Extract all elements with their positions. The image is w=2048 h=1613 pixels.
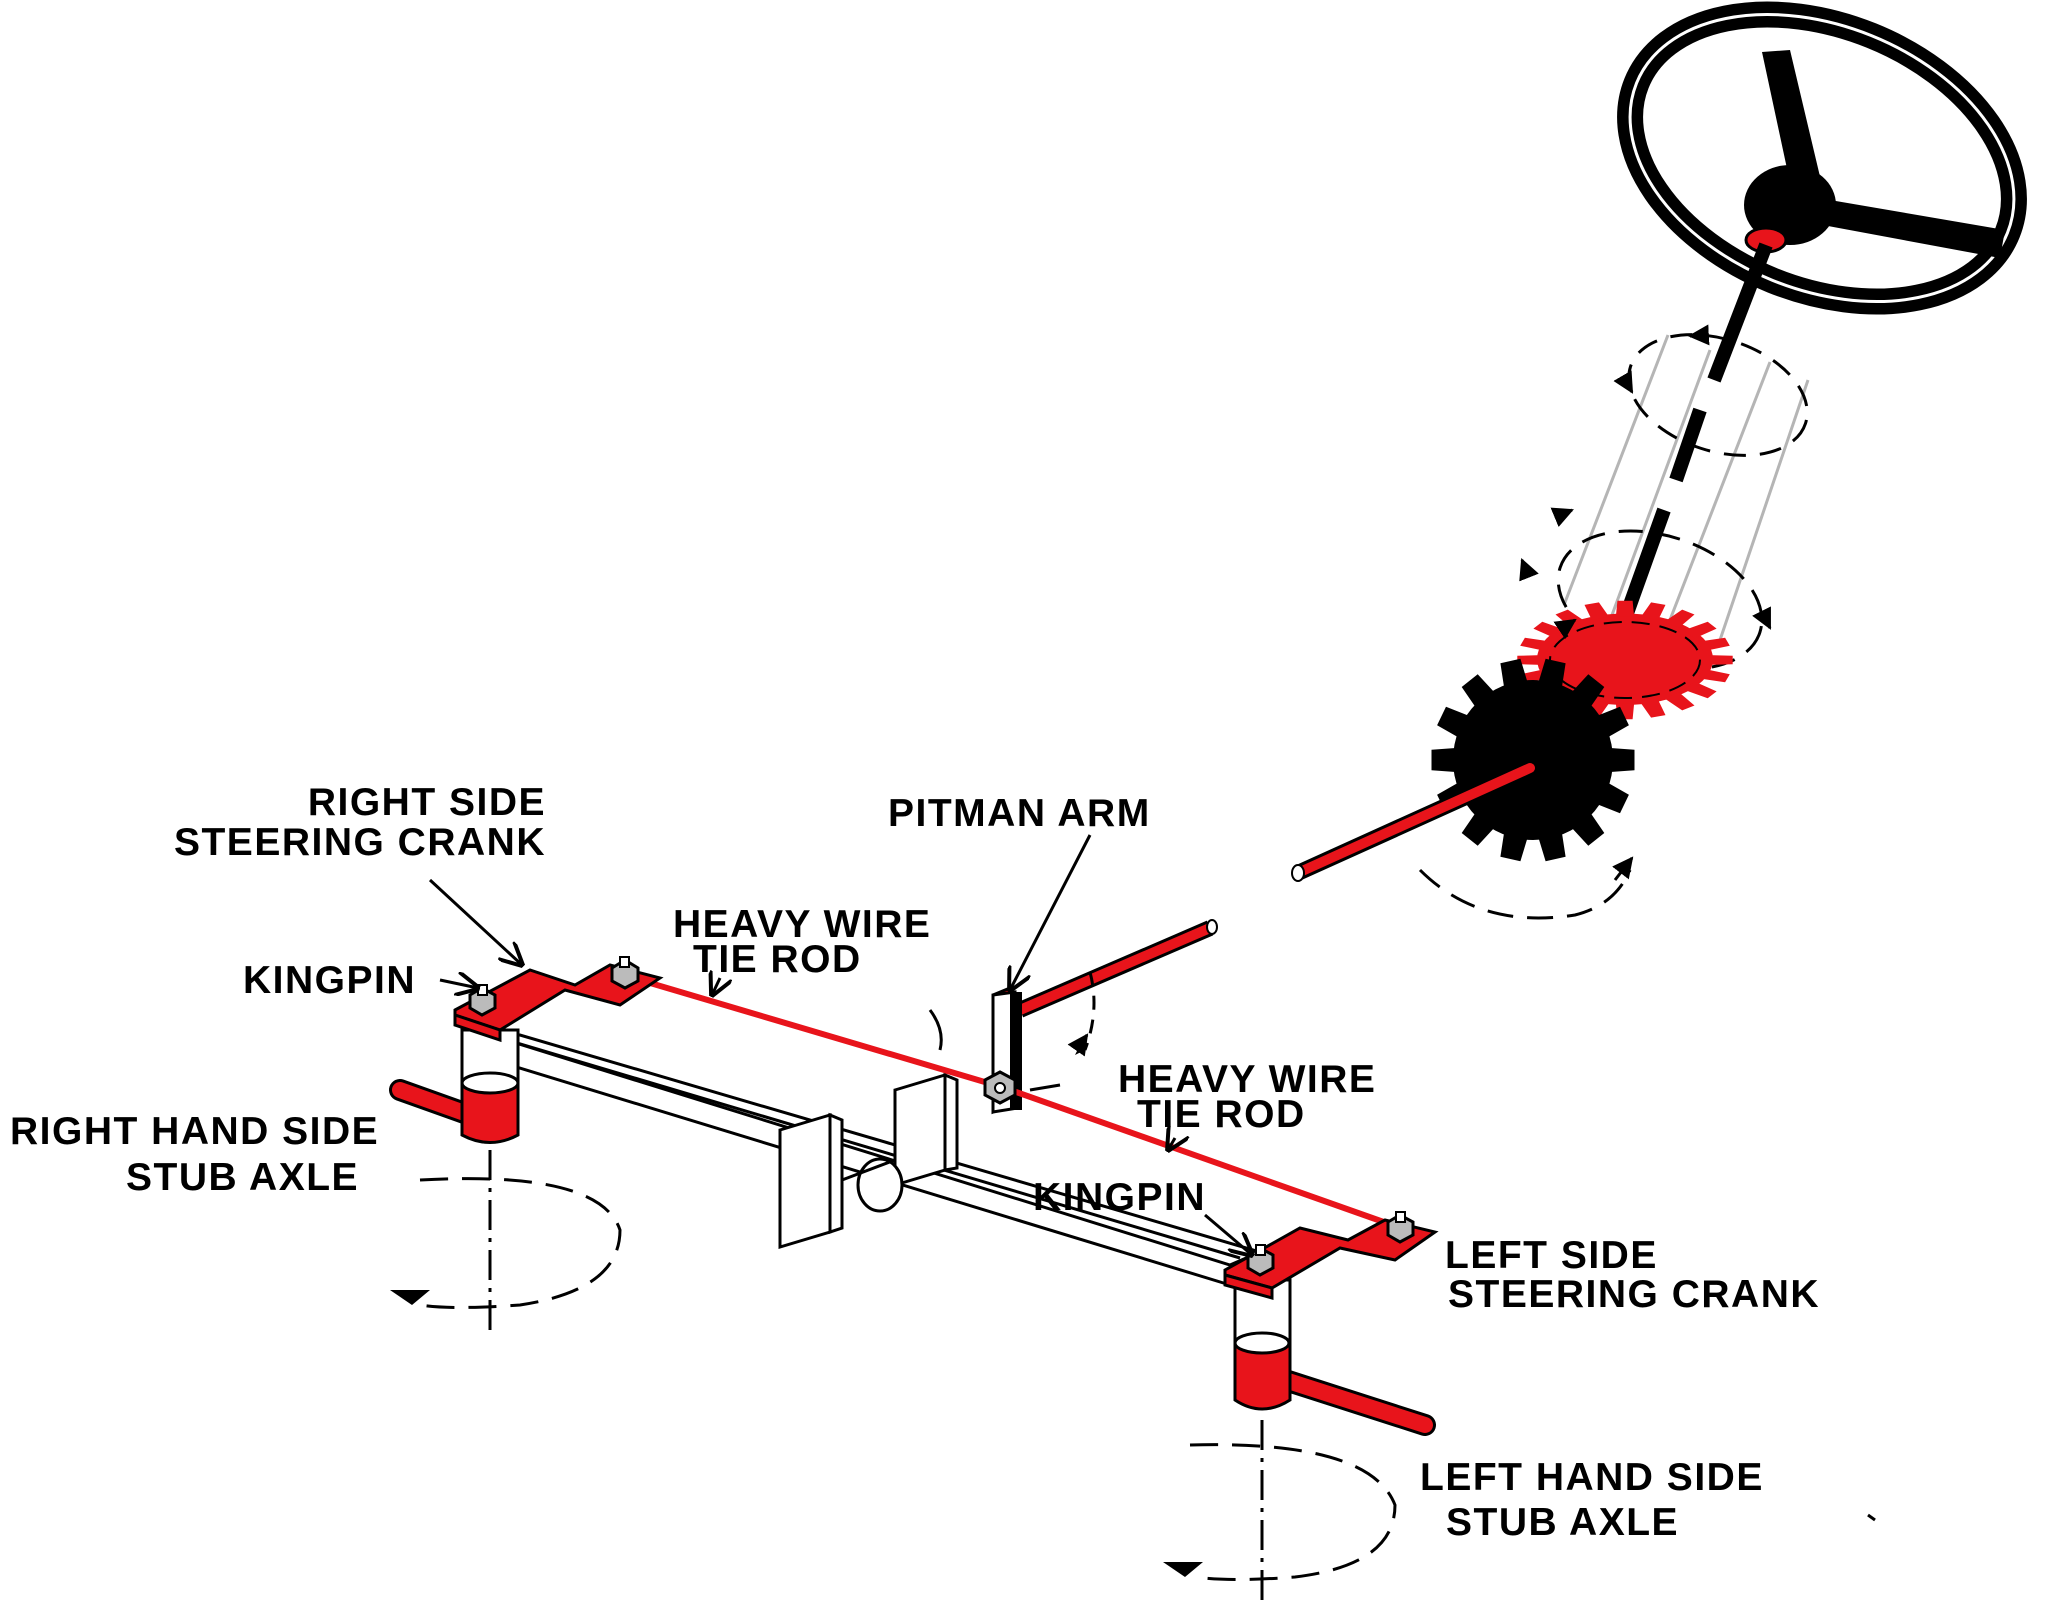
right-steering-crank	[453, 963, 664, 1043]
label-left-crank-line2: STEERING CRANK	[1448, 1273, 1820, 1316]
label-left-stub-axle: LEFT HAND SIDE STUB AXLE	[1420, 1456, 1764, 1544]
tie-rod-upper	[639, 977, 1006, 1091]
right-stub-axle	[389, 1028, 520, 1144]
label-right-crank-line2: STEERING CRANK	[174, 821, 546, 864]
pitman-shaft	[1016, 919, 1218, 1018]
label-left-crank-line1: LEFT SIDE	[1445, 1234, 1658, 1277]
label-tie-rod-lower-line2: TIE ROD	[1137, 1093, 1306, 1136]
leader-right-crank	[428, 878, 522, 965]
label-right-stub-line2: STUB AXLE	[126, 1156, 359, 1199]
label-tie-rod-upper: HEAVY WIRE TIE ROD	[673, 903, 931, 981]
arrow-column-upper-b	[1687, 324, 1710, 346]
arrow-column-lower-a	[1519, 558, 1539, 582]
leader-kingpin-right	[439, 980, 478, 988]
label-right-crank: RIGHT SIDE STEERING CRANK	[174, 781, 546, 864]
left-wheel-rotation-arrow	[1189, 1443, 1397, 1581]
label-left-crank: LEFT SIDE STEERING CRANK	[1445, 1234, 1820, 1316]
column-rotation-arrow-upper	[1627, 333, 1809, 457]
tie-rod-ball-joint	[983, 1070, 1017, 1105]
left-stub-axle	[1233, 1278, 1436, 1436]
stray-mark	[1867, 1513, 1876, 1522]
right-crank-nut	[610, 956, 640, 990]
leader-kingpin-left	[1204, 1213, 1252, 1255]
label-kingpin-left: KINGPIN	[1033, 1176, 1206, 1219]
arrow-column-lower-b	[1752, 606, 1772, 630]
right-wheel-rotation-arrow	[419, 1177, 622, 1309]
pitman-swing-path	[1083, 971, 1096, 1051]
label-right-crank-line1: RIGHT SIDE	[308, 781, 546, 824]
tie-rod-lower	[1003, 1085, 1397, 1229]
label-tie-rod-upper-line2: TIE ROD	[693, 938, 862, 981]
steering-column	[1605, 242, 1773, 658]
label-tie-rod-upper-line1: HEAVY WIRE	[673, 903, 931, 946]
left-crank-nut	[1386, 1211, 1415, 1244]
arrow-gear-rotation	[1612, 856, 1634, 881]
leader-tie-rod-upper	[712, 978, 720, 995]
axle-center-mount	[778, 1072, 959, 1250]
label-pitman-arm: PITMAN ARM	[888, 792, 1151, 835]
leader-pitman-arm	[1010, 834, 1092, 990]
steering-wheel	[1617, 1, 2027, 315]
label-right-stub-line1: RIGHT HAND SIDE	[10, 1110, 379, 1153]
pitman-arrow-tip	[1067, 1033, 1089, 1057]
label-right-stub-axle: RIGHT HAND SIDE STUB AXLE	[10, 1110, 379, 1199]
label-left-stub-line2: STUB AXLE	[1446, 1501, 1679, 1544]
sector-gear-black	[1431, 658, 1635, 862]
label-kingpin-right: KINGPIN	[243, 959, 416, 1002]
left-steering-crank	[1223, 1218, 1439, 1300]
label-tie-rod-lower-line1: HEAVY WIRE	[1118, 1058, 1376, 1101]
gear-output-shaft	[1291, 760, 1538, 882]
left-wheel-arrowhead	[1163, 1562, 1203, 1577]
label-left-stub-line1: LEFT HAND SIDE	[1420, 1456, 1764, 1499]
pitman-swing-left	[928, 1009, 943, 1051]
leader-tie-rod-lower	[1168, 1138, 1175, 1150]
pitman-swing-right	[1029, 1083, 1061, 1092]
label-tie-rod-lower: HEAVY WIRE TIE ROD	[1118, 1058, 1376, 1136]
right-wheel-arrowhead	[390, 1290, 430, 1305]
arrow-column-upper-a	[1613, 370, 1634, 394]
arrow-column-lower-c	[1550, 507, 1574, 527]
rotation-guide-lines	[1562, 334, 1810, 641]
gear-rotation-arrow	[1418, 868, 1632, 920]
